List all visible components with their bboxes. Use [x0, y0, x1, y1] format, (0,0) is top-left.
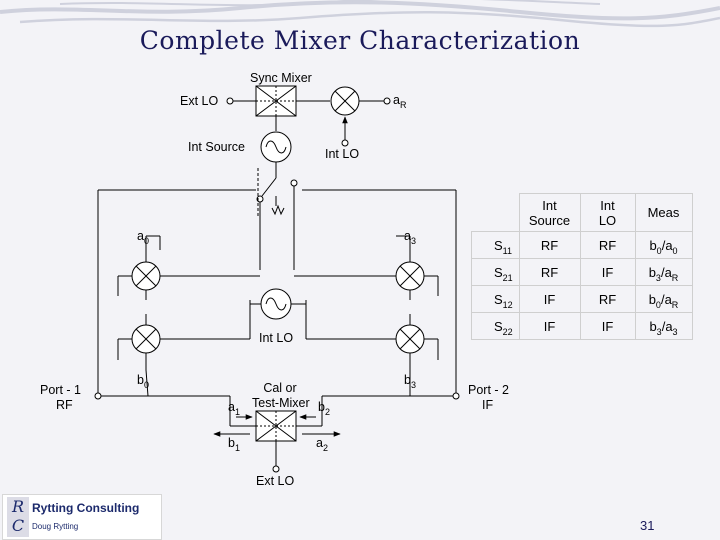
row-int-source: RF: [518, 258, 581, 286]
table-row: S12 IF RF b0/aR: [471, 285, 693, 313]
slide-title: Complete Mixer Characterization: [139, 26, 581, 55]
row-meas: b3/a3: [634, 312, 693, 340]
row-int-lo: RF: [579, 285, 636, 313]
a-r-label: aR: [393, 93, 407, 110]
b3-label: b3: [404, 373, 416, 390]
logo-company-name: Rytting Consulting: [32, 501, 140, 515]
table-header-empty: [472, 194, 520, 232]
table-row: S22 IF IF b3/a3: [471, 312, 693, 340]
header-swoosh-decoration: [0, 0, 720, 28]
int-source-oscillator: [256, 131, 298, 270]
row-meas: b0/aR: [634, 285, 693, 313]
a2-label: a2: [316, 436, 328, 453]
table-row: S21 RF IF b3/aR: [471, 258, 693, 286]
ext-lo-bottom-label: Ext LO: [256, 474, 295, 488]
ext-lo-top-label: Ext LO: [180, 94, 219, 108]
sync-mixer-section: [226, 85, 391, 147]
row-int-lo: IF: [579, 312, 636, 340]
center-int-lo-oscillator: [250, 288, 306, 320]
table-row: S11 RF RF b0/a0: [471, 231, 693, 259]
row-param: S11: [471, 231, 520, 259]
left-coupler-mixers: [117, 235, 260, 397]
table-header-meas: Meas: [634, 193, 693, 232]
row-int-lo: IF: [579, 258, 636, 286]
int-lo-top-label: Int LO: [325, 147, 360, 161]
b1-label: b1: [228, 436, 240, 453]
right-coupler-mixers: [294, 235, 439, 397]
row-int-source: IF: [518, 285, 581, 313]
row-int-source: IF: [518, 312, 581, 340]
int-lo-center-label: Int LO: [259, 331, 294, 345]
row-param: S21: [471, 258, 520, 286]
b2-label: b2: [318, 400, 330, 417]
row-param: S22: [471, 312, 520, 340]
page-number: 31: [640, 518, 655, 533]
row-param: S12: [471, 285, 520, 313]
a1-label: a1: [228, 400, 240, 417]
sync-mixer-label: Sync Mixer: [250, 71, 312, 85]
row-meas: b0/a0: [634, 231, 693, 259]
row-int-lo: RF: [579, 231, 636, 259]
logo-person-name: Doug Rytting: [32, 522, 79, 531]
int-source-label: Int Source: [188, 140, 245, 154]
row-int-source: RF: [518, 231, 581, 259]
cal-test-mixer: [94, 392, 460, 473]
a0-label: a0: [137, 229, 149, 246]
row-meas: b3/aR: [634, 258, 693, 286]
b0-label: b0: [137, 373, 149, 390]
a3-label: a3: [404, 229, 416, 246]
